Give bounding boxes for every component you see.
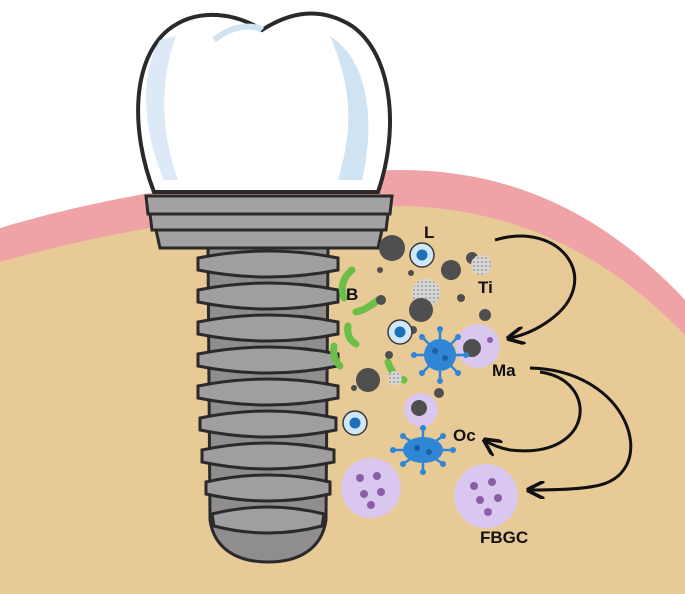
particle (351, 385, 357, 391)
lymphocyte (387, 319, 413, 345)
label-osteoclast: Oc (453, 426, 476, 445)
macrophages (404, 324, 500, 427)
particle (479, 309, 491, 321)
foreign-body-giant-cells (341, 458, 518, 528)
giant-cell (341, 458, 401, 518)
osteoclasts (390, 326, 469, 475)
lymphocyte (342, 410, 368, 436)
label-macrophage: Ma (492, 361, 516, 380)
titanium-particles (351, 235, 491, 398)
lymphocytes (342, 242, 435, 436)
particle (377, 267, 383, 273)
particle (409, 298, 433, 322)
implant-screw (196, 246, 340, 564)
particle (457, 294, 465, 302)
arrow-ma-to-fbgc (530, 366, 633, 490)
macrophage (404, 393, 438, 427)
osteoclast (411, 326, 469, 384)
implant-threads (196, 249, 340, 535)
particle (388, 371, 402, 385)
bone-tissue (0, 206, 685, 594)
tooth-crown (136, 11, 392, 194)
bacterium (338, 266, 356, 302)
particle (379, 235, 405, 261)
arrow-ti-to-ma (494, 234, 577, 338)
label-titanium: Ti (478, 278, 493, 297)
particle (408, 270, 414, 276)
particle (471, 255, 491, 275)
particle (376, 295, 386, 305)
label-fbgc: FBGC (480, 528, 528, 547)
osteoclast (390, 425, 456, 475)
process-arrows (486, 234, 633, 490)
bacterium (344, 322, 360, 348)
particle (385, 351, 393, 359)
label-lymphocyte: L (424, 223, 434, 242)
particle (434, 388, 444, 398)
giant-cell (454, 464, 518, 528)
particle (356, 368, 380, 392)
particle (441, 260, 461, 280)
implant-collar (144, 194, 394, 250)
bacterium (330, 342, 344, 370)
label-bacteria: B (346, 285, 358, 304)
arrow-ma-to-oc (486, 370, 582, 451)
lymphocyte (409, 242, 435, 268)
bacterium (352, 296, 382, 316)
